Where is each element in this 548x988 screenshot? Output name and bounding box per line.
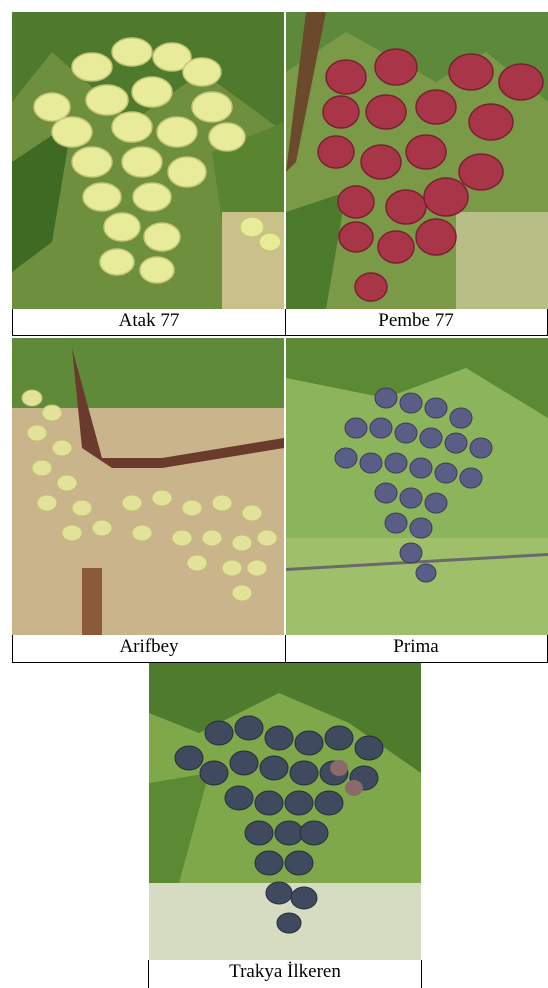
caption-arifbey: Arifbey: [12, 635, 286, 663]
photo-pembe-77: [286, 12, 548, 309]
caption-prima: Prima: [285, 635, 548, 663]
caption-label: Prima: [393, 636, 439, 657]
photo-atak-77: [12, 12, 284, 309]
caption-label: Trakya İlkeren: [229, 961, 341, 982]
caption-label: Atak 77: [118, 310, 180, 331]
photo-arifbey: [12, 338, 284, 635]
caption-atak-77: Atak 77: [12, 309, 286, 336]
caption-pembe-77: Pembe 77: [285, 309, 548, 336]
caption-label: Arifbey: [119, 636, 179, 657]
caption-label: Pembe 77: [378, 310, 454, 331]
photo-prima: [286, 338, 548, 635]
caption-trakya-ilkeren: Trakya İlkeren: [148, 960, 422, 988]
photo-trakya-ilkeren: [149, 663, 421, 960]
